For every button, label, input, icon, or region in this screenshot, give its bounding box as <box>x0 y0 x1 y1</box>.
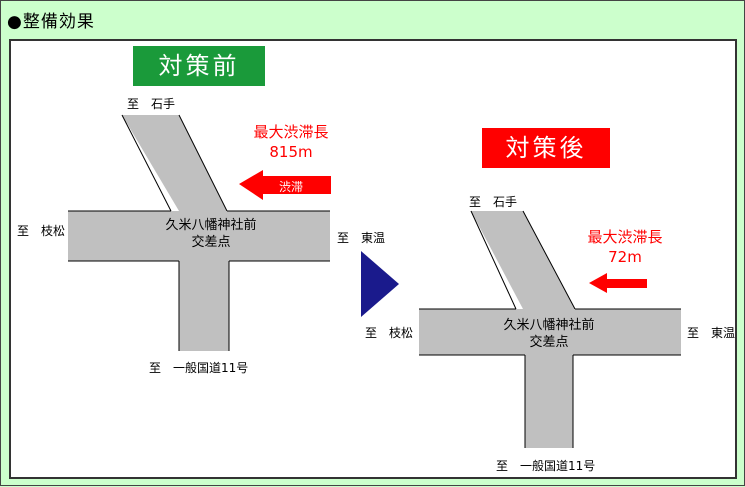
after-to-south-label: 至 一般国道11号 <box>496 459 596 473</box>
after-road-north <box>471 211 575 309</box>
before-intersection-line2: 交差点 <box>191 235 231 250</box>
before-road-edge <box>178 114 228 212</box>
after-road-edge <box>522 210 576 310</box>
after-intersection-name: 久米八幡神社前 交差点 <box>489 317 609 351</box>
before-to-east-label: 至 東温 <box>337 231 386 245</box>
after-badge: 対策後 <box>482 128 610 168</box>
before-road-south <box>179 261 229 351</box>
before-badge: 対策前 <box>133 46 265 86</box>
after-to-north-label: 至 石手 <box>469 195 518 209</box>
before-road-horizontal <box>68 211 330 261</box>
before-queue-arrow <box>239 170 331 200</box>
before-to-south-label: 至 一般国道11号 <box>149 361 249 375</box>
before-queue-arrow-label: 渋滞 <box>279 180 304 194</box>
after-intersection-line1: 久米八幡神社前 <box>503 318 595 333</box>
after-max-queue: 最大渋滞長 72m <box>575 227 675 267</box>
before-to-north-label: 至 石手 <box>127 97 176 111</box>
before-intersection-line1: 久米八幡神社前 <box>165 218 257 233</box>
after-to-east-label: 至 東温 <box>687 326 736 340</box>
before-max-queue-label: 最大渋滞長 <box>253 123 329 141</box>
after-intersection-line2: 交差点 <box>529 335 569 350</box>
after-max-queue-value: 72m <box>608 248 642 266</box>
before-road-north <box>122 115 227 211</box>
after-max-queue-label: 最大渋滞長 <box>587 228 663 246</box>
before-intersection-name: 久米八幡神社前 交差点 <box>151 217 271 251</box>
before-road-edge <box>121 114 172 212</box>
after-queue-arrow <box>589 273 647 293</box>
after-road-horizontal <box>419 309 681 355</box>
before-to-west-label: 至 枝松 <box>17 224 66 238</box>
transition-arrow <box>361 251 399 317</box>
after-to-west-label: 至 枝松 <box>365 326 414 340</box>
before-max-queue-value: 815m <box>269 143 313 161</box>
after-road-edge <box>470 210 517 310</box>
section-title: ●整備効果 <box>7 12 95 32</box>
before-max-queue: 最大渋滞長 815m <box>241 122 341 162</box>
after-road-south <box>525 355 573 448</box>
